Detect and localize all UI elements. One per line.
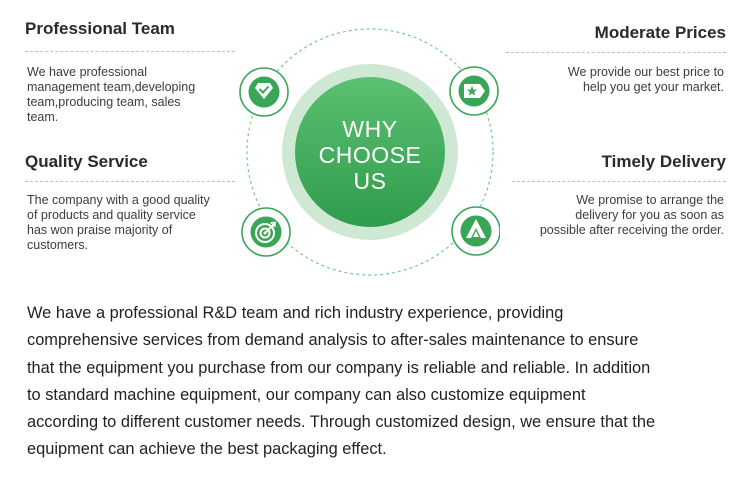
quality-service-text: The company with a good quality of produ…: [27, 193, 242, 253]
paragraph-line: We have a professional R&D team and rich…: [27, 304, 564, 322]
divider-professional-team: [25, 51, 235, 52]
diamond-check-icon: [239, 67, 289, 117]
triangle-pyramid-icon: [451, 206, 500, 256]
text-line: We have professional: [27, 65, 147, 79]
price-tag-star-icon: [449, 66, 499, 116]
moderate-prices-text: We provide our best price to help you ge…: [499, 65, 724, 95]
hub-title-line: CHOOSE: [318, 142, 422, 168]
text-line: customers.: [27, 238, 89, 252]
dashed-orbit-ring: [246, 28, 494, 276]
paragraph-line: according to different customer needs. T…: [27, 413, 656, 432]
hub-circle: [295, 77, 445, 227]
text-line: team,producing team, sales: [27, 95, 181, 109]
professional-team-text: We have professional management team,dev…: [27, 65, 242, 125]
hub-title-line: US: [353, 168, 387, 194]
paragraph-line: comprehensive services from demand analy…: [27, 331, 639, 350]
divider-moderate-prices: [506, 52, 726, 53]
quality-service-title: Quality Service: [25, 152, 148, 171]
hub-title-line: WHY: [342, 116, 398, 142]
text-line: The company with a good quality: [27, 193, 210, 207]
paragraph-line: that the equipment you purchase from our…: [27, 358, 651, 377]
text-line: of products and quality service: [27, 208, 196, 222]
text-line: We provide our best price to: [567, 65, 724, 79]
divider-quality-service: [25, 181, 235, 182]
text-line: management team,developing: [27, 80, 196, 94]
central-graphic: [239, 28, 500, 276]
text-line: delivery for you as soon as: [575, 208, 724, 222]
text-line: possible after receiving the order.: [539, 223, 724, 237]
text-line: has won praise majority of: [27, 223, 173, 237]
description-paragraph: We have a professional R&D team and rich…: [27, 300, 722, 464]
professional-team-title: Professional Team: [25, 19, 175, 38]
moderate-prices-title: Moderate Prices: [594, 23, 726, 42]
divider-timely-delivery: [512, 181, 726, 182]
target-arrow-icon: [241, 207, 291, 257]
timely-delivery-text: We promise to arrange the delivery for y…: [494, 193, 724, 238]
text-line: We promise to arrange the: [576, 193, 724, 207]
timely-delivery-title: Timely Delivery: [601, 152, 726, 171]
hub-title: WHY CHOOSE US: [300, 116, 440, 194]
paragraph-line: to standard machine equipment, our compa…: [27, 385, 586, 404]
text-line: help you get your market.: [582, 80, 724, 94]
text-line: team.: [27, 110, 59, 124]
paragraph-line: equipment can achieve the best packaging…: [27, 440, 387, 459]
